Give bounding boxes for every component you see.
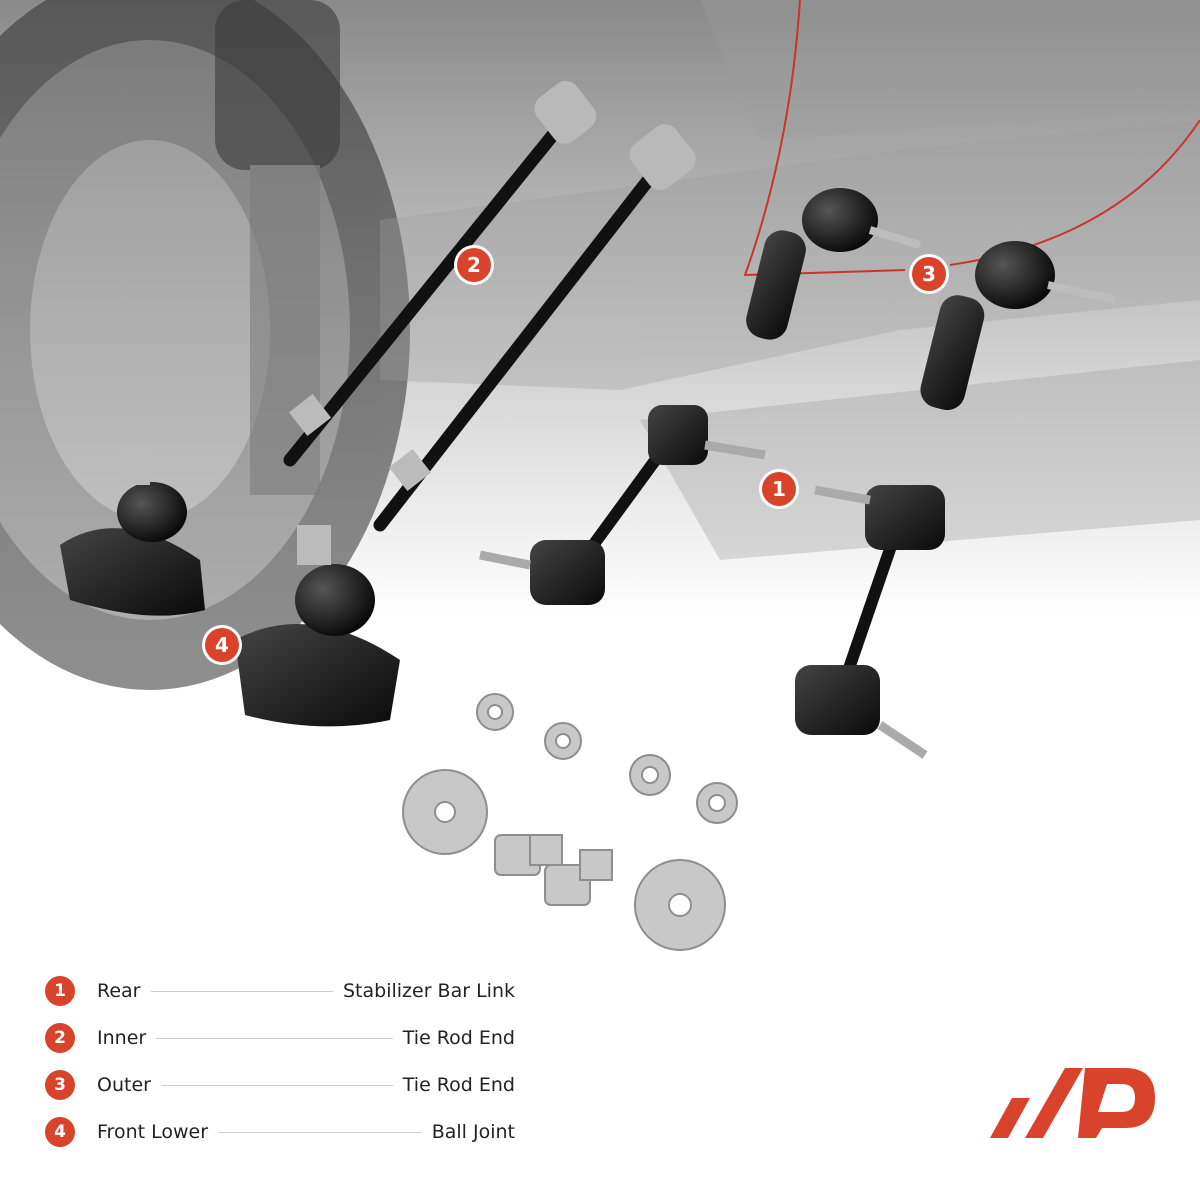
ball-joint-right [235, 525, 400, 727]
stabilizer-bar-link-left [479, 405, 766, 605]
legend-leader-line [156, 1037, 393, 1039]
inner-tie-rod-end-left [283, 80, 597, 467]
legend-part-name: Tie Rod End [402, 1074, 515, 1096]
callout-badge-2: 2 [457, 248, 491, 282]
legend-part-name: Stabilizer Bar Link [342, 980, 515, 1002]
callout-badge-4: 4 [205, 628, 239, 662]
legend-leader-line [218, 1131, 422, 1133]
legend-number: 4 [45, 1117, 75, 1147]
legend-number: 3 [45, 1070, 75, 1100]
legend-number: 1 [45, 976, 75, 1006]
hardware-nuts-bolts-washers [402, 693, 738, 951]
stabilizer-bar-link-right [795, 485, 945, 759]
legend-position: Rear [97, 980, 141, 1002]
legend-leader-line [150, 990, 333, 992]
legend-item: 1 Rear Stabilizer Bar Link [45, 973, 515, 1009]
legend-part-name: Ball Joint [431, 1121, 515, 1143]
legend-leader-line [160, 1084, 393, 1086]
legend-item: 4 Front Lower Ball Joint [45, 1114, 515, 1150]
inner-tie-rod-end-right [373, 124, 696, 532]
ball-joint-left [60, 450, 205, 616]
parts-legend: 1 Rear Stabilizer Bar Link 2 Inner Tie R… [45, 973, 515, 1161]
legend-position: Inner [97, 1027, 147, 1049]
outer-tie-rod-end-left [746, 188, 922, 340]
callout-badge-1: 1 [762, 472, 796, 506]
legend-position: Outer [97, 1074, 151, 1096]
legend-item: 2 Inner Tie Rod End [45, 1020, 515, 1056]
legend-part-name: Tie Rod End [402, 1027, 515, 1049]
callout-badge-3: 3 [912, 257, 946, 291]
legend-item: 3 Outer Tie Rod End [45, 1067, 515, 1103]
legend-position: Front Lower [97, 1121, 209, 1143]
outer-tie-rod-end-right [920, 241, 1116, 411]
brand-logo [990, 1068, 1155, 1138]
legend-number: 2 [45, 1023, 75, 1053]
